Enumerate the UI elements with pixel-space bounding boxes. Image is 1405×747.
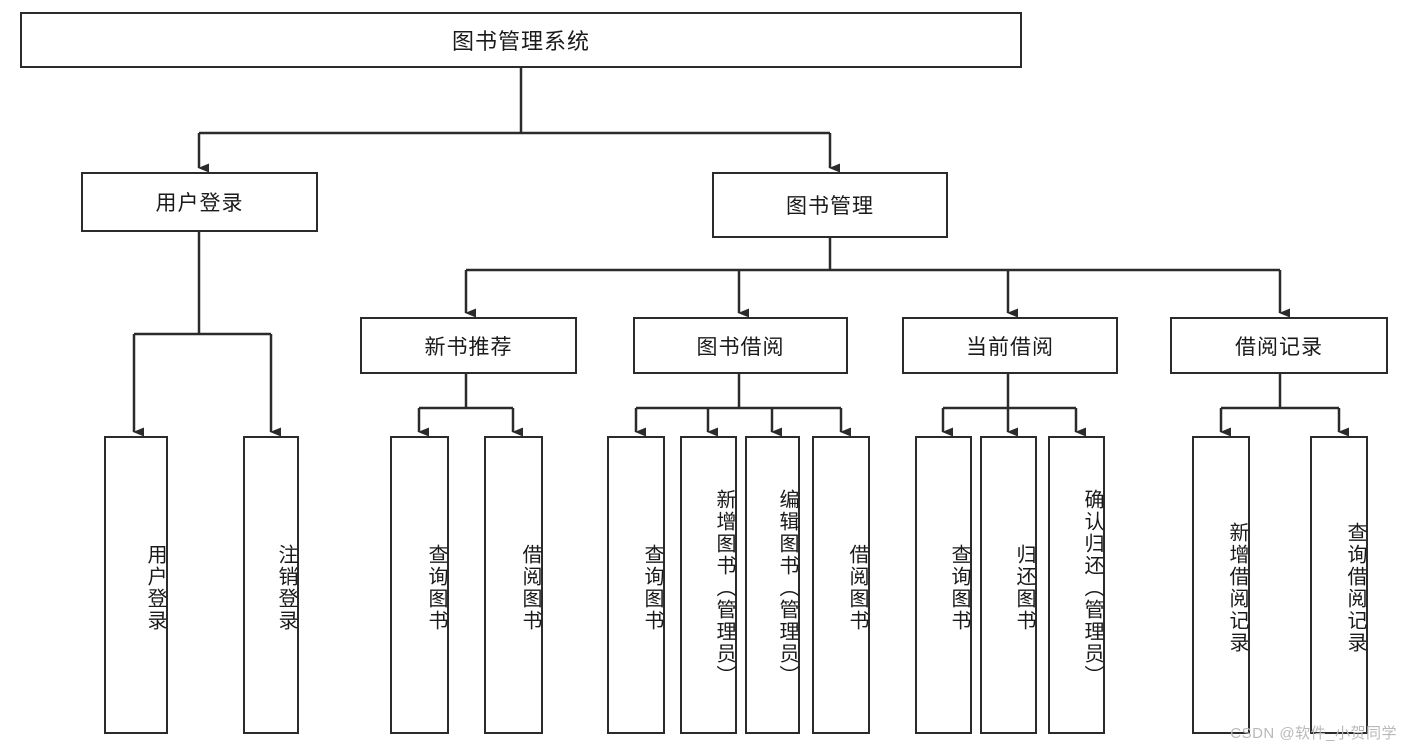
node-leaf-confirm-return-admin[interactable]: 确认归还（管理员） (1048, 436, 1105, 734)
watermark-label: CSDN @软件_小贺同学 (1230, 725, 1397, 742)
node-leaf-query-borrow-record[interactable]: 查询借阅记录 (1310, 436, 1368, 734)
node-leaf-edit-book-admin[interactable]: 编辑图书（管理员） (745, 436, 800, 734)
node-level2-book-borrow[interactable]: 图书借阅 (633, 317, 848, 374)
node-leaf-return-book[interactable]: 归还图书 (980, 436, 1037, 734)
node-root[interactable]: 图书管理系统 (20, 12, 1022, 68)
node-leaf-add-book-admin[interactable]: 新增图书（管理员） (680, 436, 737, 734)
node-level2-current-borrow[interactable]: 当前借阅 (902, 317, 1118, 374)
node-leaf-add-borrow-record[interactable]: 新增借阅记录 (1192, 436, 1250, 734)
node-leaf-user-login[interactable]: 用户登录 (104, 436, 168, 734)
node-level1-book-management[interactable]: 图书管理 (712, 172, 948, 238)
node-level2-new-book-recommend[interactable]: 新书推荐 (360, 317, 577, 374)
node-leaf-borrow-book-recommend[interactable]: 借阅图书 (484, 436, 543, 734)
node-level1-user-login[interactable]: 用户登录 (81, 172, 318, 232)
node-leaf-query-book-recommend[interactable]: 查询图书 (390, 436, 449, 734)
node-level2-borrow-record[interactable]: 借阅记录 (1170, 317, 1388, 374)
node-leaf-logout[interactable]: 注销登录 (243, 436, 299, 734)
node-leaf-borrow-book[interactable]: 借阅图书 (812, 436, 870, 734)
node-leaf-query-book-current[interactable]: 查询图书 (915, 436, 972, 734)
node-leaf-query-book-borrow[interactable]: 查询图书 (607, 436, 665, 734)
